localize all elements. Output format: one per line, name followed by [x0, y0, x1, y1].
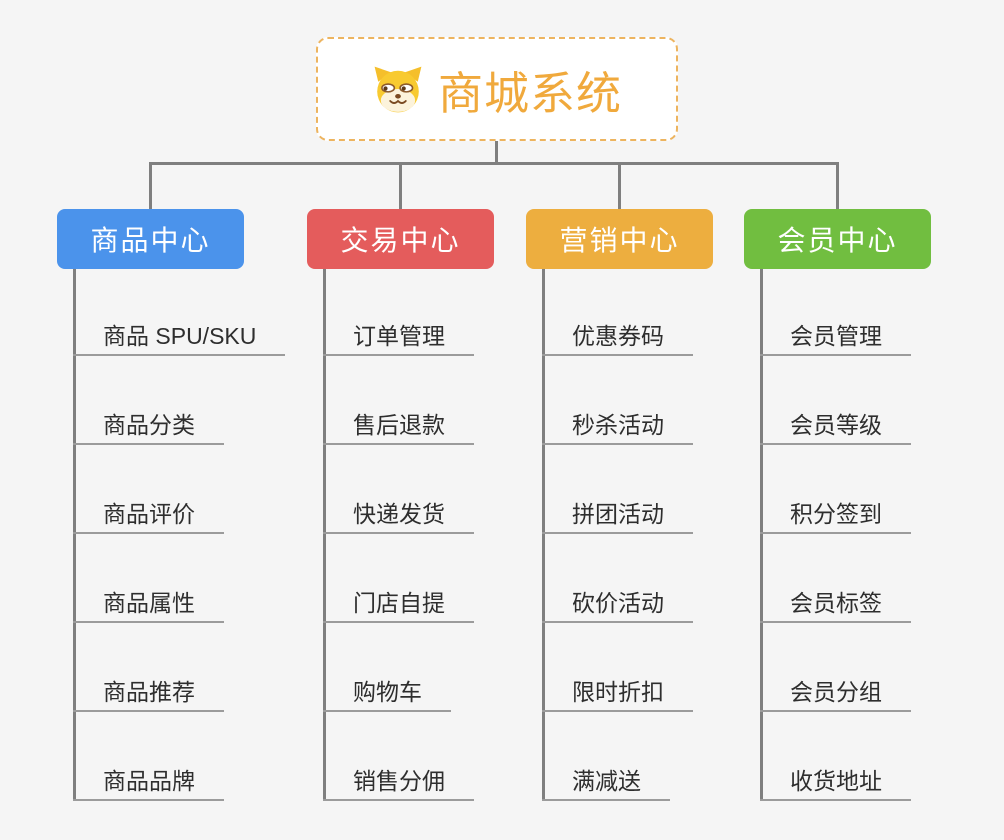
- leaf-connector-line: [760, 269, 763, 800]
- leaf-node[interactable]: 砍价活动: [542, 587, 693, 623]
- leaf-node[interactable]: 快递发货: [323, 498, 474, 534]
- leaf-node[interactable]: 限时折扣: [542, 676, 693, 712]
- branch-node[interactable]: 商品中心: [57, 209, 244, 269]
- horizontal-connector-line: [149, 162, 839, 165]
- leaf-node[interactable]: 商品属性: [73, 587, 224, 623]
- leaf-node[interactable]: 优惠券码: [542, 320, 693, 356]
- leaf-node[interactable]: 满减送: [542, 765, 670, 801]
- leaf-connector-line: [542, 269, 545, 800]
- leaf-node[interactable]: 收货地址: [760, 765, 911, 801]
- leaf-node[interactable]: 商品分类: [73, 409, 224, 445]
- leaf-node[interactable]: 商品评价: [73, 498, 224, 534]
- leaf-connector-line: [73, 269, 76, 800]
- leaf-node[interactable]: 会员标签: [760, 587, 911, 623]
- leaf-node[interactable]: 商品品牌: [73, 765, 224, 801]
- leaf-node[interactable]: 销售分佣: [323, 765, 474, 801]
- branch-drop-line: [618, 162, 621, 209]
- leaf-node[interactable]: 商品 SPU/SKU: [73, 320, 286, 356]
- leaf-node[interactable]: 秒杀活动: [542, 409, 693, 445]
- leaf-node[interactable]: 订单管理: [323, 320, 474, 356]
- root-stub-line: [495, 141, 498, 165]
- branch-node[interactable]: 营销中心: [526, 209, 713, 269]
- branch-node[interactable]: 交易中心: [307, 209, 494, 269]
- leaf-node[interactable]: 积分签到: [760, 498, 911, 534]
- root-title: 商城系统: [437, 67, 622, 119]
- branch-drop-line: [399, 162, 402, 209]
- leaf-node[interactable]: 会员分组: [760, 676, 911, 712]
- leaf-node[interactable]: 商品推荐: [73, 676, 224, 712]
- branch-drop-line: [149, 162, 152, 209]
- shiba-dog-icon: [372, 65, 424, 113]
- leaf-node[interactable]: 门店自提: [323, 587, 474, 623]
- leaf-connector-line: [323, 269, 326, 800]
- leaf-node[interactable]: 会员等级: [760, 409, 911, 445]
- leaf-node[interactable]: 会员管理: [760, 320, 911, 356]
- branch-node[interactable]: 会员中心: [744, 209, 931, 269]
- root-node[interactable]: 商城系统: [316, 37, 678, 141]
- leaf-node[interactable]: 售后退款: [323, 409, 474, 445]
- leaf-node[interactable]: 购物车: [323, 676, 451, 712]
- branch-drop-line: [836, 162, 839, 209]
- leaf-node[interactable]: 拼团活动: [542, 498, 693, 534]
